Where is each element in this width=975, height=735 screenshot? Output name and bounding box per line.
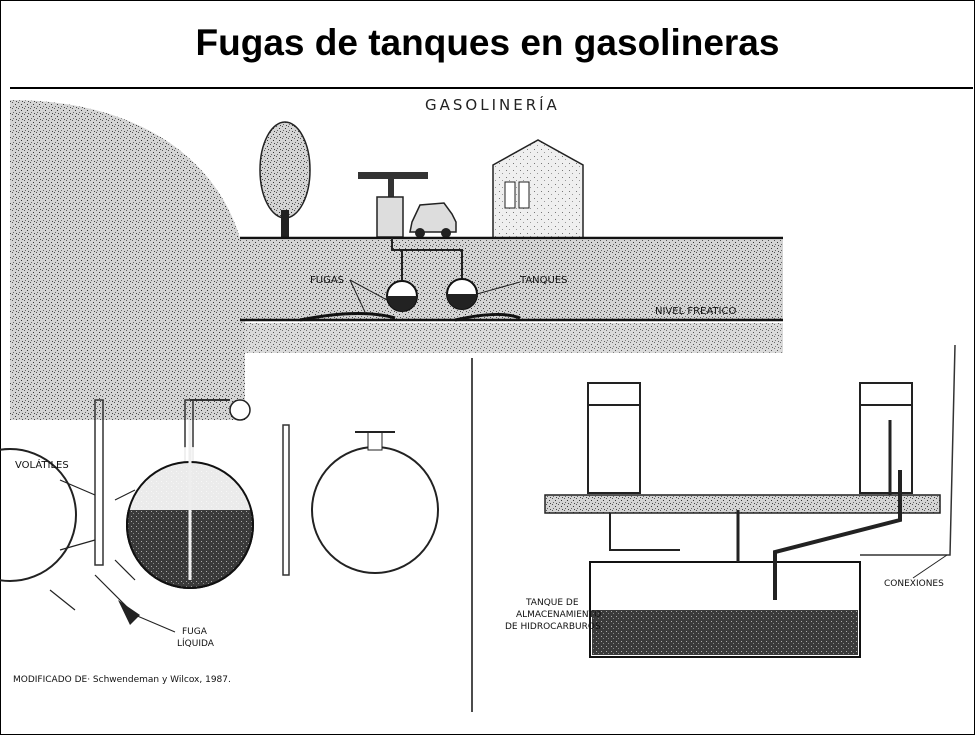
water-table-label: NIVEL FREATICO bbox=[655, 306, 737, 317]
slide-title: Fugas de tanques en gasolineras bbox=[195, 22, 780, 63]
fuel-pump-icon bbox=[376, 196, 404, 238]
contamination-plume bbox=[10, 100, 245, 420]
tank-label-1: TANQUE DE bbox=[526, 598, 579, 608]
title-divider bbox=[10, 87, 973, 89]
liquid-leak-drop bbox=[118, 600, 140, 625]
tank-label-3: DE HIDROCARBUROS bbox=[505, 622, 601, 632]
building-icon bbox=[492, 139, 584, 239]
liquid-leak-label-1: FUGA bbox=[182, 627, 207, 637]
aquifer-layer bbox=[240, 323, 783, 353]
volatiles-label: VOLÁTILES bbox=[15, 460, 69, 471]
pump-island-slab bbox=[544, 494, 941, 514]
tank-label-2: ALMACENAMIENTO bbox=[516, 610, 602, 620]
plume-detail-section bbox=[0, 399, 439, 633]
tank-detail-section bbox=[544, 344, 956, 658]
leaks-label: FUGAS bbox=[310, 275, 345, 286]
source-credit: MODIFICADO DE· Schwendeman y Wilcox, 198… bbox=[13, 675, 231, 685]
connections-label: CONEXIONES bbox=[884, 579, 944, 589]
gas-station-section bbox=[240, 121, 783, 353]
leaking-tank-outline bbox=[0, 448, 77, 582]
car-icon bbox=[409, 202, 457, 233]
tanks-label: TANQUES bbox=[520, 275, 568, 286]
empty-tank-outline bbox=[311, 446, 439, 574]
tree-icon bbox=[259, 121, 311, 219]
liquid-leak-label-2: LÍQUIDA bbox=[177, 639, 214, 649]
gas-station-title: GASOLINERÍA bbox=[425, 96, 560, 114]
soil-layer bbox=[240, 240, 783, 320]
